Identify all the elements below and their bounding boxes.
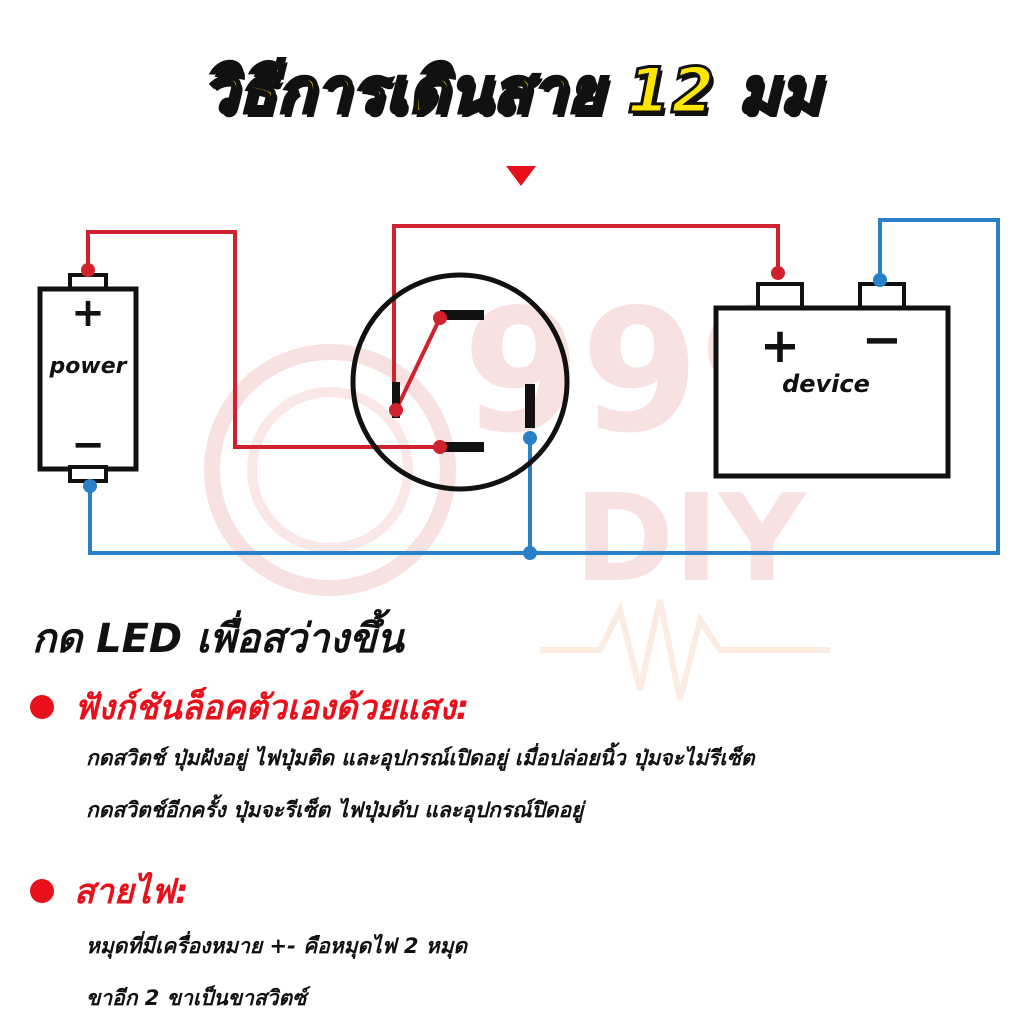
device-minus-sign: −	[862, 312, 902, 368]
section-line: กดสวิตช์อีกครั้ง ปุ่มจะรีเซ็ต ไฟปุ่มดับ …	[86, 798, 584, 822]
section-line: ขาอีก 2 ขาเป็นขาสวิตซ์	[86, 986, 307, 1010]
section-title: ฟังก์ชันล็อคตัวเองด้วยแสง:	[74, 688, 470, 728]
device-label: device	[782, 370, 870, 398]
power-battery: + power −	[37, 273, 139, 483]
connection-dots	[81, 263, 887, 560]
page-title: วิธีการเดินสาย 12 มม	[201, 53, 822, 129]
bullet-icon	[30, 879, 54, 903]
section-line: หมุดที่มีเครื่องหมาย +- คือหมุดไฟ 2 หมุด	[86, 934, 468, 958]
down-arrow-icon	[506, 166, 536, 186]
section-title: สายไฟ:	[74, 872, 189, 912]
power-plus-sign: +	[71, 290, 105, 336]
blue-wires	[88, 218, 1000, 555]
section-wiring: สายไฟ:	[30, 864, 189, 918]
power-label: power	[49, 354, 128, 379]
device-plus-sign: +	[760, 318, 800, 374]
red-wires	[86, 224, 780, 449]
led-heading: กด LED เพื่อสว่างขึ้น	[32, 616, 404, 662]
watermark-text-bottom: DIY	[574, 470, 807, 609]
bullet-icon	[30, 695, 54, 719]
section-line: กดสวิตช์ ปุ่มฝังอยู่ ไฟปุ่มติด และอุปกรณ…	[86, 746, 755, 770]
switch-symbol	[350, 272, 570, 492]
power-minus-sign: −	[71, 422, 105, 468]
section-lock-function: ฟังก์ชันล็อคตัวเองด้วยแสง:	[30, 680, 469, 734]
device-box: + − device	[713, 282, 951, 479]
